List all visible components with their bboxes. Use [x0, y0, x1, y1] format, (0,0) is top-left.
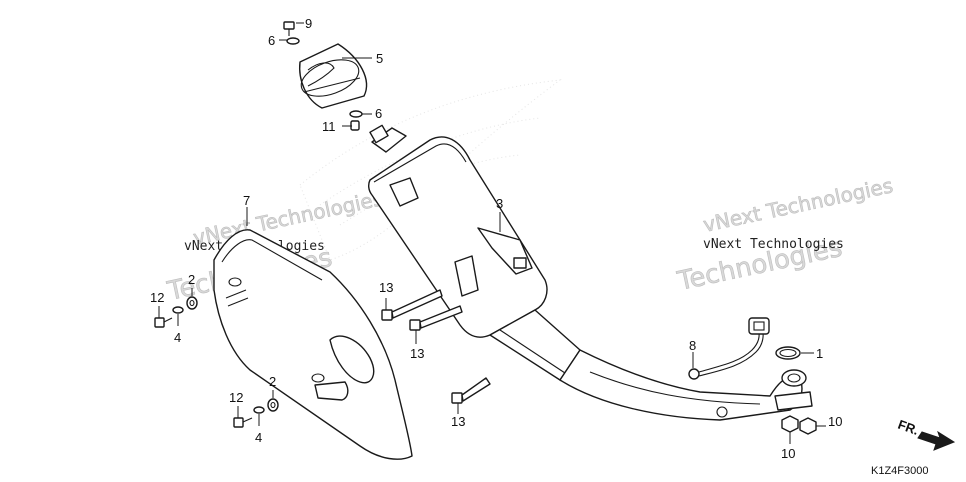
diagram-code: K1Z4F3000 — [871, 465, 928, 477]
bolt-13-upper[interactable] — [381, 289, 443, 321]
callout-1: 1 — [816, 346, 823, 361]
callout-13-upper: 13 — [379, 280, 393, 295]
washer-6-bottom[interactable] — [349, 110, 363, 118]
bolt-13-middle[interactable] — [409, 305, 463, 331]
muffler-end-cap[interactable] — [296, 43, 368, 109]
callout-5: 5 — [376, 51, 383, 66]
o2-sensor-8[interactable] — [688, 317, 770, 380]
washer-4-bottom[interactable] — [253, 406, 265, 414]
bolt-11[interactable] — [350, 120, 360, 131]
leader-lines — [158, 22, 826, 444]
heat-shield[interactable] — [213, 229, 413, 460]
bolt-12-bottom[interactable] — [233, 417, 253, 428]
callout-11: 11 — [322, 119, 336, 134]
callout-9: 9 — [305, 16, 312, 31]
callout-12-bottom: 12 — [229, 390, 243, 405]
watermark-text: vNext Technologies — [701, 173, 895, 237]
callout-4-top: 4 — [174, 330, 181, 345]
collar-2-top[interactable] — [186, 296, 198, 310]
collar-2-bottom[interactable] — [267, 398, 279, 412]
watermark-caption: vNext Technologies — [703, 237, 844, 252]
callout-13-lower: 13 — [451, 414, 465, 429]
callout-6-bottom: 6 — [375, 106, 382, 121]
arrow-right-icon — [917, 430, 956, 451]
nut-10-right[interactable] — [799, 417, 817, 435]
washer-6-top[interactable] — [286, 37, 300, 45]
watermark-right: Technologies vNext Technologies vNext Te… — [674, 173, 895, 297]
bolt-13-lower[interactable] — [451, 377, 491, 404]
front-direction-indicator: FR. — [896, 417, 956, 451]
callout-2-top: 2 — [188, 272, 195, 287]
washer-4-top[interactable] — [172, 306, 184, 314]
callout-10-bottom: 10 — [781, 446, 795, 461]
bolt-12-top[interactable] — [154, 317, 173, 328]
callout-6-top: 6 — [268, 33, 275, 48]
callout-7: 7 — [243, 193, 250, 208]
callout-3: 3 — [496, 196, 503, 211]
callout-4-bottom: 4 — [255, 430, 262, 445]
bolt-9[interactable] — [283, 21, 295, 36]
callouts: 9 6 5 6 11 3 7 8 1 10 10 13 13 13 2 2 4 … — [150, 16, 842, 461]
gasket-1[interactable] — [775, 346, 801, 360]
callout-2-bottom: 2 — [269, 374, 276, 389]
callout-13-middle: 13 — [410, 346, 424, 361]
nut-10-bottom[interactable] — [781, 415, 799, 433]
callout-10-right: 10 — [828, 414, 842, 429]
muffler-assembly[interactable] — [367, 124, 813, 421]
callout-8: 8 — [689, 338, 696, 353]
direction-label: FR. — [896, 417, 921, 438]
callout-12-top: 12 — [150, 290, 164, 305]
